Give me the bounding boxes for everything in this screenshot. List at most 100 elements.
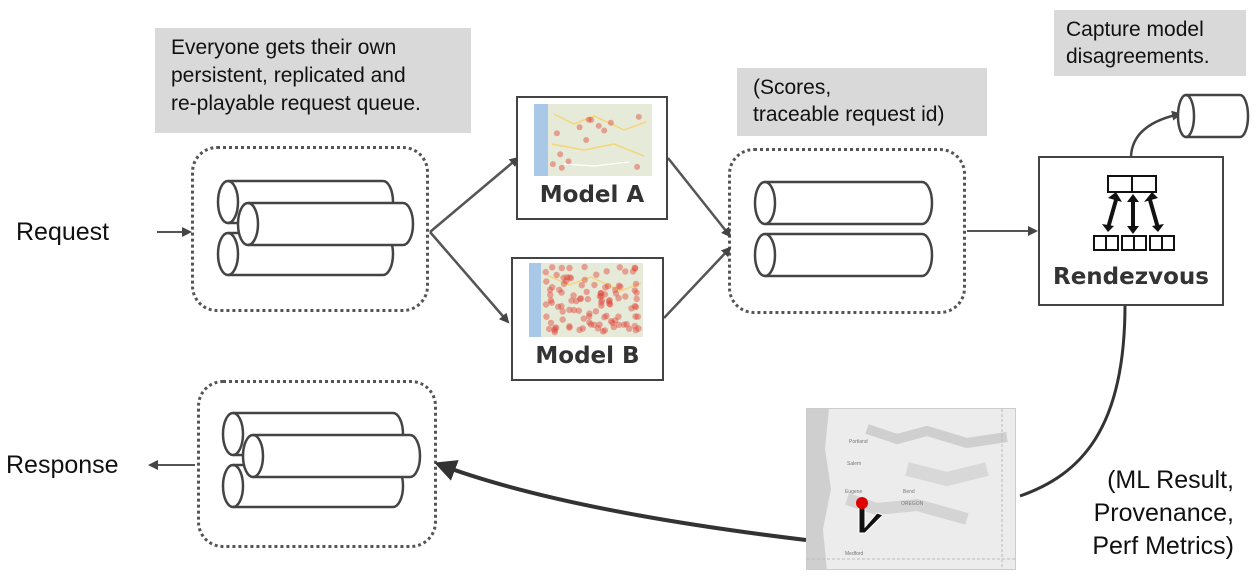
map-dot — [546, 286, 554, 294]
map-dot — [597, 289, 605, 297]
map-dot — [542, 301, 550, 308]
map-dot — [547, 297, 554, 304]
map-dot — [622, 268, 629, 275]
request-label: Request — [16, 218, 110, 246]
map-dot — [631, 322, 639, 330]
result-label-line-2: Provenance, — [1093, 499, 1234, 527]
map-dot — [563, 274, 571, 281]
map-dot — [632, 265, 639, 272]
map-dot — [605, 298, 613, 305]
map-dot — [549, 264, 556, 271]
map-dot — [551, 327, 558, 334]
map-dot — [547, 319, 555, 327]
capture-callout-line-1: Capture model — [1066, 18, 1204, 41]
map-dot — [566, 323, 573, 330]
map-dot — [587, 321, 595, 328]
map-dot — [566, 274, 573, 281]
map-dot — [549, 161, 556, 168]
rendezvous-icon — [1093, 175, 1175, 251]
map-dot — [592, 308, 600, 315]
rendezvous-to-result-line — [1019, 304, 1127, 498]
map-dot — [573, 297, 580, 305]
map-dot — [604, 282, 612, 290]
map-dot — [597, 290, 604, 297]
map-dot — [606, 301, 614, 308]
request-queue-cylinders — [216, 179, 415, 277]
map-dot — [547, 291, 554, 299]
arrow-to-model-a — [429, 156, 520, 233]
map-dot — [634, 163, 641, 170]
disagreement-store-cylinder — [1176, 93, 1250, 139]
map-dot — [603, 268, 610, 275]
map-dot — [595, 122, 602, 129]
map-dot — [586, 310, 593, 317]
map-dot — [615, 321, 622, 328]
scores-callout: (Scores, traceable request id) — [737, 68, 987, 136]
map-dot — [615, 313, 622, 320]
map-dot — [567, 275, 575, 282]
map-dot — [566, 324, 573, 331]
map-dot — [560, 280, 568, 287]
arrow-a-to-scores — [667, 157, 732, 238]
location-pin — [856, 497, 868, 509]
map-label-bend: Bend — [903, 489, 915, 495]
map-label-oregon: OREGON — [901, 501, 924, 507]
map-dot — [623, 321, 630, 328]
map-dot — [602, 284, 609, 291]
map-dot — [546, 325, 553, 333]
map-dot — [583, 137, 590, 143]
map-dot — [555, 303, 562, 310]
map-dot — [607, 318, 615, 325]
arrow-result-to-response — [434, 460, 807, 542]
map-dot — [570, 292, 577, 299]
map-dot — [617, 283, 624, 290]
map-dot — [584, 295, 591, 303]
map-dot — [616, 264, 623, 271]
arrow-b-to-scores — [663, 246, 732, 319]
arrow-to-model-b — [429, 231, 510, 324]
map-dot — [594, 325, 602, 332]
map-dot — [581, 276, 588, 283]
map-dot — [565, 158, 572, 165]
result-label: (ML Result, Provenance, Perf Metrics) — [1072, 464, 1234, 563]
map-dot — [632, 280, 640, 288]
queue-callout-line-2: persistent, replicated and — [171, 64, 406, 87]
map-dot — [633, 295, 640, 303]
map-dot — [635, 325, 642, 332]
map-dot — [585, 116, 592, 123]
map-dot — [631, 264, 638, 271]
map-label-medford: Medford — [845, 551, 864, 557]
map-dot — [598, 302, 605, 309]
map-dot — [566, 306, 573, 313]
map-dot — [615, 282, 623, 289]
map-dot — [609, 319, 616, 326]
map-dot — [549, 284, 556, 291]
map-dot — [586, 313, 593, 320]
map-dot — [559, 316, 566, 323]
map-dot — [601, 127, 608, 134]
map-dot — [626, 325, 633, 332]
map-dot — [566, 264, 573, 272]
map-dot — [553, 130, 560, 137]
result-label-line-1: (ML Result, — [1107, 466, 1234, 494]
map-dot — [543, 313, 550, 320]
map-dot — [560, 274, 567, 281]
map-dot — [591, 281, 598, 289]
scores-queue-cylinders — [753, 180, 934, 278]
map-dot — [570, 306, 578, 314]
map-dot — [598, 299, 605, 306]
model-b-map — [529, 263, 643, 337]
map-dot — [603, 312, 610, 320]
map-label-eugene: Eugene — [845, 489, 862, 495]
map-dot — [576, 326, 583, 333]
model-b-title: Model B — [535, 343, 640, 369]
map-dot — [632, 326, 640, 334]
map-dot — [543, 278, 550, 285]
map-dot — [558, 164, 565, 171]
route-marker — [858, 504, 884, 534]
map-dot — [599, 328, 607, 335]
map-dot — [576, 124, 583, 131]
result-map-graphic: Portland Salem Eugene Bend OREGON Medfor… — [807, 409, 1015, 569]
map-dot — [580, 315, 587, 322]
